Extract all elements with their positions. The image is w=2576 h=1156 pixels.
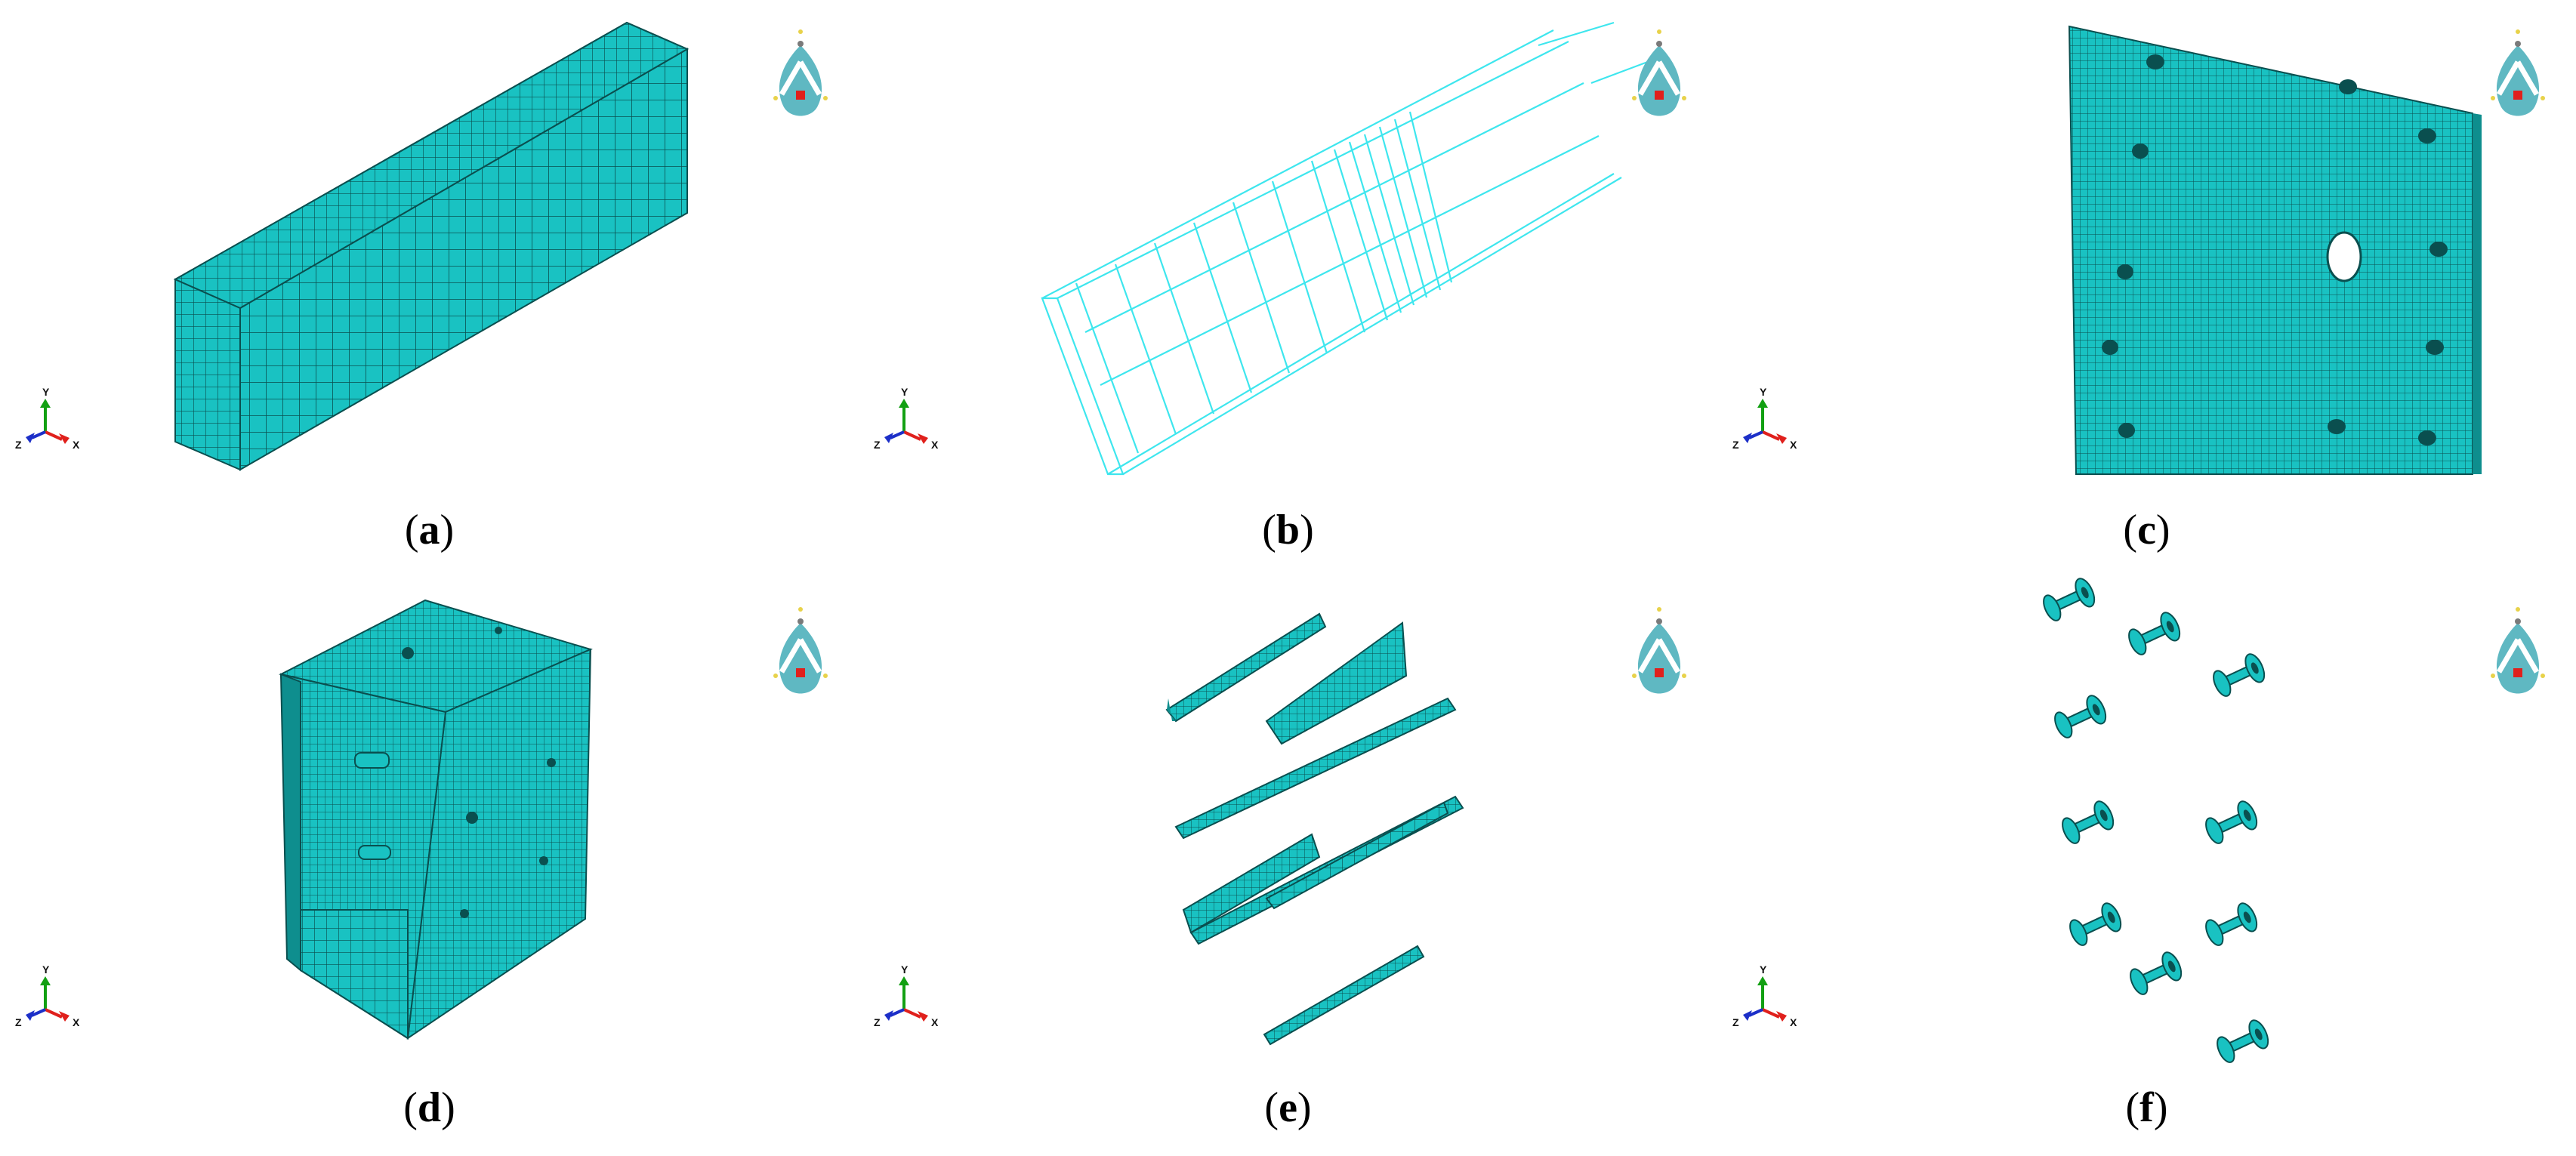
panel-d: Y X Z (d) [0, 578, 859, 1155]
axis-label-z: Z [15, 439, 22, 451]
view-compass-icon[interactable] [767, 600, 835, 706]
caption-e: (e) [1264, 1084, 1312, 1131]
mesh-concrete-block [173, 21, 690, 471]
axis-label-z: Z [1732, 1016, 1739, 1028]
bolt [2043, 578, 2096, 621]
axis-label-z: Z [1732, 439, 1739, 451]
mesh-bolts [2043, 578, 2269, 1063]
rebar-cage-wireframe [1041, 21, 1652, 476]
axis-triad: Y X Z [1732, 963, 1797, 1028]
caption-c: (c) [2123, 507, 2170, 553]
mesh-stiffeners [1165, 612, 1464, 1046]
bolt [2054, 695, 2107, 738]
view-compass-icon[interactable] [1625, 600, 1693, 706]
panel-e: Y X Z (e) [859, 578, 1717, 1155]
axis-label-x: X [1790, 1016, 1797, 1028]
caption-d: (d) [403, 1084, 455, 1131]
axis-label-x: X [72, 439, 80, 451]
bolt [2069, 902, 2122, 946]
view-compass-icon[interactable] [2484, 23, 2552, 128]
view-compass-icon[interactable] [1625, 23, 1693, 128]
axis-triad: Y X Z [874, 386, 939, 451]
panel-b: Y X Z (b) [859, 0, 1717, 578]
bolt [2205, 902, 2258, 946]
bolt [2062, 800, 2115, 844]
panel-f: Y X Z (f) [1717, 578, 2576, 1155]
bolt [2205, 800, 2258, 844]
axis-label-y: Y [901, 386, 909, 398]
view-compass-icon[interactable] [2484, 600, 2552, 706]
axis-label-x: X [1790, 439, 1797, 451]
view-compass-icon[interactable] [767, 23, 835, 128]
caption-a: (a) [404, 507, 455, 553]
axis-label-x: X [931, 1016, 939, 1028]
panel-c: Y X Z (c) [1717, 0, 2576, 578]
caption-f: (f) [2125, 1084, 2168, 1131]
axis-triad: Y X Z [1732, 386, 1797, 451]
caption-b: (b) [1262, 507, 1314, 553]
axis-triad: Y X Z [15, 963, 80, 1028]
mesh-end-plate [2068, 25, 2482, 475]
axis-triad: Y X Z [15, 386, 80, 451]
axis-label-z: Z [15, 1016, 22, 1028]
axis-label-z: Z [874, 439, 881, 451]
axis-label-y: Y [1760, 386, 1767, 398]
bolt [2213, 653, 2266, 697]
bolt [2128, 612, 2181, 655]
axis-label-y: Y [901, 963, 909, 976]
axis-triad: Y X Z [874, 963, 939, 1028]
panel-a: Y X Z (a) [0, 0, 859, 578]
bolt [2130, 951, 2183, 995]
axis-label-y: Y [42, 386, 50, 398]
axis-label-y: Y [1760, 963, 1767, 976]
axis-label-y: Y [42, 963, 50, 976]
axis-label-x: X [931, 439, 939, 451]
mesh-steel-box [279, 599, 593, 1040]
axis-label-x: X [72, 1016, 80, 1028]
axis-label-z: Z [874, 1016, 881, 1028]
bolt [2217, 1019, 2269, 1063]
